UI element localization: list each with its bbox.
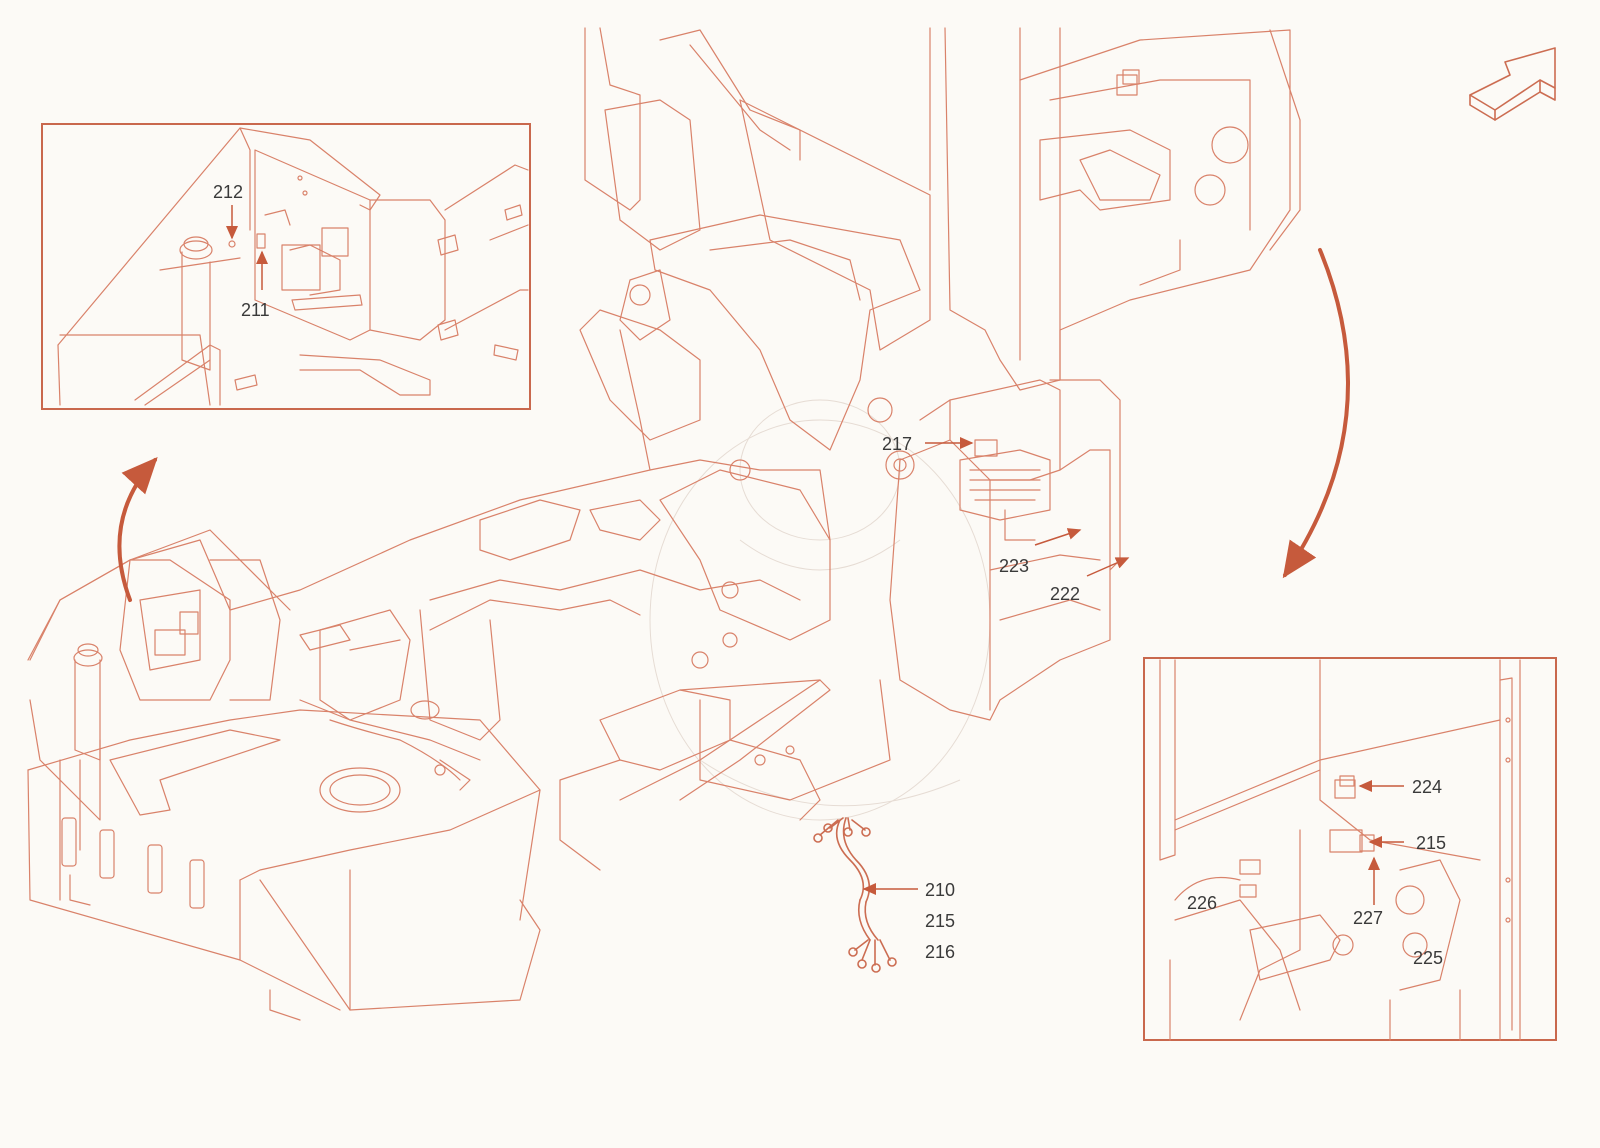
callout-215-harness: 215	[925, 911, 955, 931]
callout-223: 223	[999, 556, 1029, 576]
callout-217: 217	[882, 434, 912, 454]
callout-226: 226	[1187, 893, 1217, 913]
callout-210: 210	[925, 880, 955, 900]
callout-225: 225	[1413, 948, 1443, 968]
inset-right-detail: 224 215 226 227 225	[1143, 657, 1557, 1041]
callout-215-inset: 215	[1416, 833, 1446, 853]
callout-211: 211	[241, 300, 270, 320]
watermark	[649, 399, 991, 821]
inset-left-detail: 212 211	[41, 123, 531, 410]
callout-222: 222	[1050, 584, 1080, 604]
callout-212: 212	[213, 182, 243, 202]
wiring-harness: 210 215 216	[813, 817, 955, 973]
main-callouts: 217 223 222	[882, 434, 1130, 604]
rotate-arrow-right	[1282, 248, 1350, 579]
direction-arrow-icon	[1469, 47, 1556, 121]
chassis-main	[27, 27, 1301, 1021]
callout-224: 224	[1412, 777, 1442, 797]
rotate-arrow-left	[117, 457, 158, 602]
callout-216: 216	[925, 942, 955, 962]
callout-227: 227	[1353, 908, 1383, 928]
counterweight-vents	[61, 817, 205, 909]
